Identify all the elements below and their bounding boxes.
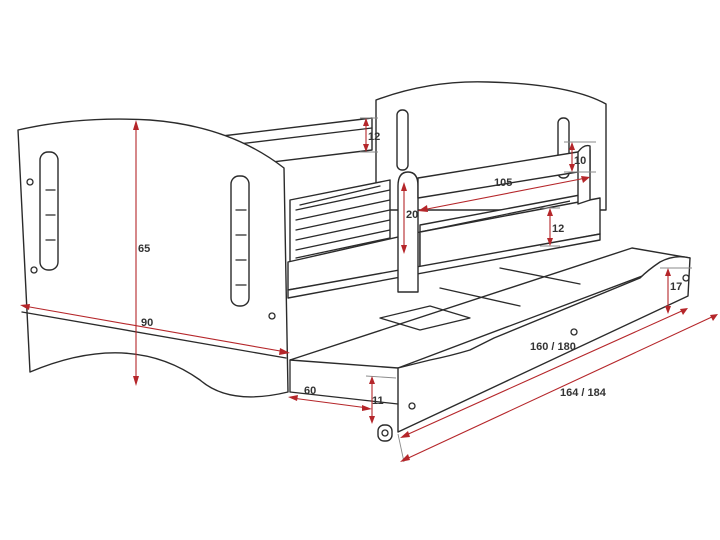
front-headboard: [17, 118, 289, 398]
slats-back: [295, 185, 390, 259]
label-barrier-length: 105: [494, 177, 512, 189]
safety-barrier: [397, 144, 591, 293]
label-head-height: 65: [138, 243, 150, 255]
dimension-labels: 65 90 12 10 105 20 12 17 160 / 180 164 /…: [138, 131, 682, 407]
label-drawer-height: 17: [670, 281, 682, 293]
front-side-board: [287, 197, 601, 299]
label-bed-length: 164 / 184: [560, 387, 607, 399]
label-side-board-height: 12: [552, 223, 564, 235]
drawer: [289, 247, 691, 442]
label-drawer-depth: 60: [304, 385, 316, 397]
drawer-wheel: [377, 424, 393, 442]
dimension-lines: [20, 117, 718, 463]
label-barrier-gap: 20: [406, 209, 418, 221]
label-bed-width: 90: [141, 317, 153, 329]
label-rail-top-gap: 12: [368, 131, 380, 143]
label-drawer-length: 160 / 180: [530, 341, 576, 353]
label-floor-clearance: 11: [372, 395, 384, 407]
headboard-window-slats: [45, 189, 247, 286]
label-barrier-top: 10: [574, 155, 586, 167]
